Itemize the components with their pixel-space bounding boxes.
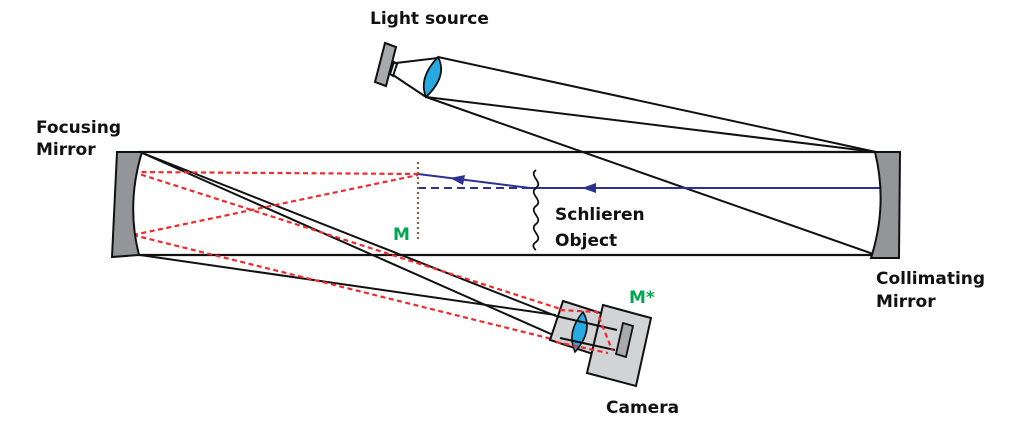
red-ray-cross-a [132, 170, 574, 315]
camera-sensor [614, 321, 635, 359]
red-ray-top-to-focus-b [132, 173, 419, 237]
image-plane-label: M* [629, 288, 655, 308]
camera-label: Camera [606, 398, 679, 418]
blue-ray-deflected [417, 173, 531, 189]
collimating-mirror-label-line2: Mirror [876, 292, 936, 312]
light-source-lens [422, 55, 442, 99]
blue-arrowhead-right [582, 183, 596, 193]
schlieren-object-label-line1: Schlieren [555, 205, 645, 225]
collimating-mirror [869, 151, 902, 259]
light-source-lamp [373, 41, 398, 88]
collimating-mirror-label-line1: Collimating [876, 269, 985, 289]
focusing-to-camera-ray-upper [139, 151, 557, 317]
schlieren-object-icon [532, 169, 540, 251]
source-to-collimator-lower-ray [425, 96, 877, 153]
light-source-beam-lower [392, 74, 427, 98]
camera-diagonal [139, 151, 561, 339]
camera-inner-ray-upper [555, 315, 618, 331]
focusing-mirror-label-line1: Focusing [36, 118, 121, 138]
camera-inner-ray-lower [559, 337, 616, 351]
source-to-collimator-upper-ray [437, 56, 877, 153]
focusing-mirror-label-line2: Mirror [36, 140, 96, 160]
red-ray-cross-b [132, 233, 561, 343]
camera [548, 299, 653, 388]
light-source-beam-upper [395, 57, 439, 64]
red-ray-camera-overlay-upper [559, 308, 614, 351]
focusing-mirror [110, 151, 144, 259]
focusing-to-camera-ray-lower [139, 254, 557, 316]
blue-arrowhead-left [450, 175, 465, 185]
knife-edge-label: M [393, 225, 410, 245]
schlieren-object-label-line2: Object [555, 231, 617, 251]
red-ray-top-to-focus [132, 170, 419, 176]
probe-beam [417, 173, 880, 193]
red-ray-camera-overlay-lower [555, 340, 609, 355]
light-source [373, 41, 877, 153]
light-source-label: Light source [370, 9, 489, 29]
source-beam-diagonal [425, 96, 877, 256]
